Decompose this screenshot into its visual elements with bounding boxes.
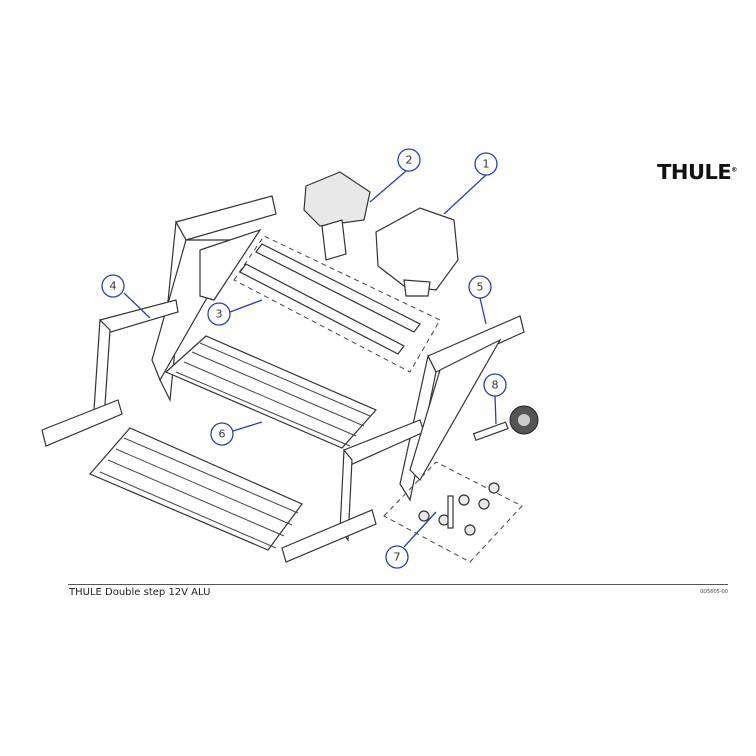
drawing-code: 0D5605-00 <box>700 589 728 595</box>
hardware-kit-part <box>383 461 523 563</box>
motor-part <box>303 171 371 261</box>
footer-divider <box>68 584 728 585</box>
callout-label: 1 <box>483 158 490 171</box>
callout-2: 2 <box>397 148 421 172</box>
callout-label: 5 <box>477 281 484 294</box>
callout-label: 2 <box>406 154 413 167</box>
thule-logo: THULE® <box>657 160 737 184</box>
callout-label: 6 <box>219 428 226 441</box>
tubes-part <box>233 235 441 373</box>
callout-7: 7 <box>385 545 409 569</box>
callout-label: 7 <box>394 551 401 564</box>
callout-3: 3 <box>207 302 231 326</box>
drawing-title: THULE Double step 12V ALU <box>69 587 211 598</box>
right-frame-part <box>281 315 525 563</box>
cover-part <box>375 207 459 297</box>
callout-8: 8 <box>483 373 507 397</box>
upper-tread-part <box>164 335 378 449</box>
callout-5: 5 <box>468 275 492 299</box>
left-frame-part <box>41 195 277 447</box>
callout-leaders <box>123 170 497 548</box>
logo-text: THULE <box>657 160 732 184</box>
callout-label: 3 <box>216 308 223 321</box>
callout-1: 1 <box>474 152 498 176</box>
gear-pin-part <box>472 405 539 442</box>
lower-tread-part <box>89 427 303 551</box>
callout-label: 4 <box>110 280 117 293</box>
callout-label: 8 <box>492 379 499 392</box>
callout-6: 6 <box>210 422 234 446</box>
callout-4: 4 <box>101 274 125 298</box>
